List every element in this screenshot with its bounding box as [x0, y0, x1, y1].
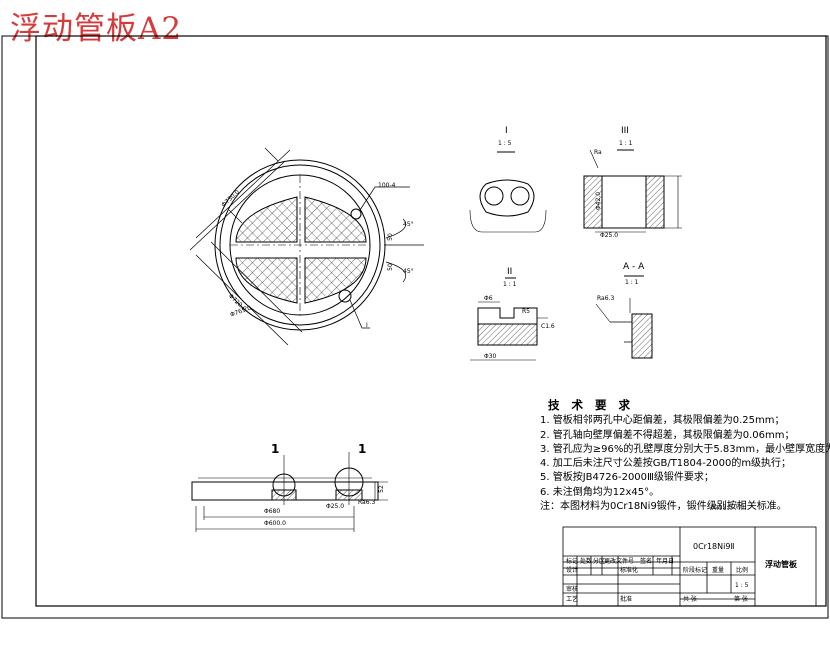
document-title: 浮动管板A2 — [10, 11, 183, 47]
section-aa-view — [595, 275, 653, 359]
note-item: 2. 管孔轴向壁厚偏差不得超差，其极限偏差为0.06mm； — [540, 429, 795, 441]
tb-approve: 批准 — [620, 596, 633, 603]
tb-checker: 审核 — [566, 586, 579, 593]
detail-ii-scale: 1 : 1 — [503, 281, 517, 288]
dim-ii-a: R5 — [522, 308, 530, 315]
tb-sheet: 第 张 — [734, 596, 748, 603]
notes-heading: 技 术 要 求 — [548, 398, 635, 412]
inner-frame — [35, 35, 827, 607]
elevation-view — [191, 452, 388, 532]
dim-v50-top: 50 — [386, 233, 394, 241]
tube-field-tl — [235, 196, 298, 243]
plan-view — [189, 147, 424, 346]
tb-stage-hdr: 阶段标记 — [683, 567, 708, 574]
tb-scale-val: 1 : 5 — [735, 582, 749, 589]
section-aa-label: A - A — [623, 262, 645, 272]
tb-process: 工艺 — [566, 596, 579, 603]
detail-iii-view — [583, 149, 682, 233]
note-footnote: 注：本图材料为0Cr18Ni9锻件，锻件级别按相关标准。 — [540, 501, 787, 513]
dim-v50-bot: 50 — [386, 263, 394, 271]
tube-field-br — [304, 257, 367, 304]
callout-c3: I — [366, 322, 368, 329]
tb-weight-hdr: 重量 — [712, 567, 725, 574]
tube-field-bl — [235, 257, 298, 304]
dim-elev-d: 52 — [377, 485, 385, 493]
dim-elev-b: Φ600.0 — [264, 520, 286, 527]
detail-i-label: I — [505, 126, 508, 136]
note-item: 5. 管板按JB4726-2000Ⅲ级锻件要求； — [540, 472, 714, 484]
dim-iii-bot: Φ25.0 — [600, 232, 619, 239]
tube-field-tr — [304, 196, 367, 243]
dim-elev-a: Φ680 — [264, 508, 281, 515]
tb-part-name: 浮动管板 — [765, 560, 797, 569]
section-aa-scale: 1 : 1 — [625, 279, 639, 286]
tb-row-sign: 签名 — [640, 558, 653, 565]
dim-iii-top: Ra — [594, 149, 602, 156]
dim-iii-left: Φ42.0 — [595, 191, 603, 211]
dim-elev-c: Φ25.0 — [326, 503, 345, 510]
dim-a45-bot: 45° — [403, 268, 414, 275]
detail-ii-view — [470, 277, 548, 361]
tb-scale-hdr: 比例 — [736, 567, 749, 574]
tb-row-count: 处数 — [580, 558, 593, 565]
tb-row-date: 年月日 — [656, 558, 675, 565]
note-item: 4. 加工后未注尺寸公差按GB/T1804-2000的m级执行； — [540, 458, 792, 470]
dim-aa-a: Ra6.3 — [597, 295, 615, 302]
detail-iii-scale: 1 : 1 — [619, 140, 633, 147]
dim-elev-e: Ra6.3 — [358, 499, 376, 506]
dim-ii-b: C1.6 — [541, 323, 555, 330]
technical-requirements: 技 术 要 求 1. 管板相邻两孔中心距偏差，其极限偏差为0.25mm； 2. … — [540, 398, 830, 514]
detail-iii-label: III — [621, 126, 629, 136]
tb-row-zone: 分区 — [593, 558, 606, 565]
detail-i-view — [469, 151, 547, 233]
detail-i-scale: 1 : 5 — [498, 140, 512, 147]
callout-c1: 1 — [271, 442, 280, 456]
roughness-symbol: Ra12.5（√） — [711, 504, 748, 511]
tb-std: 标准化 — [620, 567, 639, 574]
note-item: 3. 管孔应为≥96%的孔壁厚度分别大于5.83mm，最小壁厚宽度为3.48mm… — [540, 443, 830, 455]
tb-material: 0Cr18Ni9Ⅱ — [693, 542, 735, 551]
dim-ref: 100-4 — [378, 182, 396, 189]
outer-frame — [1, 35, 829, 619]
tb-sheets: 共 张 — [683, 596, 697, 603]
tb-designer: 设计 — [566, 567, 579, 574]
tb-row-doc: 更改文件号 — [604, 558, 635, 565]
note-item: 1. 管板相邻两孔中心距偏差，其极限偏差为0.25mm； — [540, 415, 785, 427]
dim-ii-c: Φ6 — [484, 295, 493, 302]
dim-ii-d: Φ30 — [484, 353, 497, 360]
detail-ii-label: II — [507, 267, 513, 277]
tb-row-mark: 标记 — [566, 558, 579, 565]
title-block — [562, 526, 817, 607]
note-item: 6. 未注倒角均为12x45°。 — [540, 486, 660, 498]
callout-c2: 1 — [358, 442, 367, 456]
dim-a45-top: 45° — [403, 221, 414, 228]
